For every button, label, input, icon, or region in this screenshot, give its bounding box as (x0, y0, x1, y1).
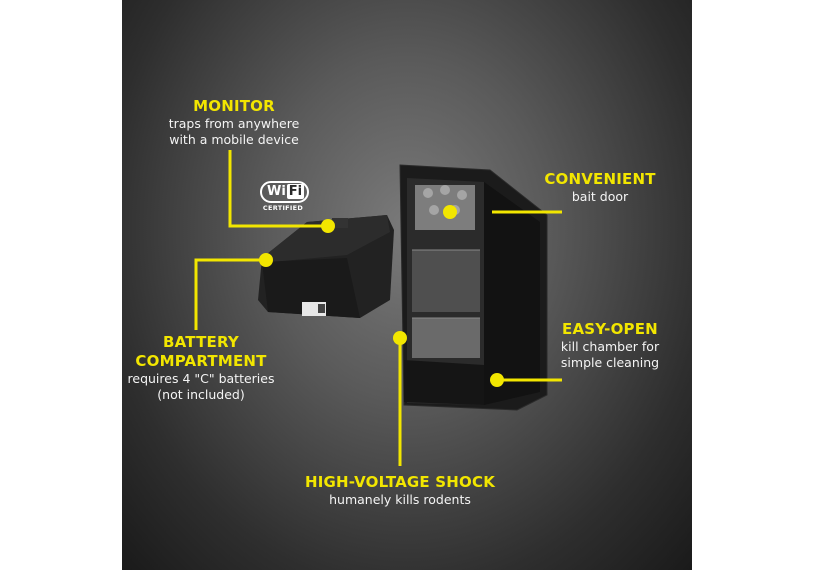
callout-desc: bait door (571, 189, 629, 204)
shock-dot (393, 331, 407, 345)
callout-desc: (not included) (157, 387, 245, 402)
callout-desc: with a mobile device (169, 132, 299, 147)
callout-desc: simple cleaning (560, 355, 660, 370)
monitor-leader (228, 150, 328, 228)
callout-easy-open: EASY-OPEN kill chamber for simple cleani… (540, 320, 680, 371)
callout-desc: requires 4 "C" batteries (127, 371, 275, 386)
kill-plate-upper (412, 250, 480, 312)
convenient-dot (443, 205, 457, 219)
callout-title: HIGH-VOLTAGE SHOCK (304, 473, 496, 491)
battery-dot (259, 253, 273, 267)
monitor-dot (321, 219, 335, 233)
callout-convenient: CONVENIENT bait door (530, 170, 670, 205)
callout-dots (259, 205, 504, 387)
callout-leaders (194, 150, 562, 466)
callout-desc: kill chamber for (560, 339, 660, 354)
easy-open-dot (490, 373, 504, 387)
battery-leader (194, 258, 266, 330)
callout-title: MONITOR (193, 97, 275, 115)
callout-title: CONVENIENT (544, 170, 656, 188)
battery-compartment-device (258, 215, 394, 318)
callout-title: COMPARTMENT (135, 352, 267, 370)
callout-monitor: MONITOR traps from anywhere with a mobil… (144, 97, 324, 148)
product-illustration (194, 150, 562, 466)
kill-plate-lower (412, 318, 480, 358)
callout-shock: HIGH-VOLTAGE SHOCK humanely kills rodent… (282, 473, 518, 508)
callout-title: EASY-OPEN (562, 320, 658, 338)
callout-title: BATTERY (163, 333, 239, 351)
callout-desc: traps from anywhere (168, 116, 300, 131)
callout-battery: BATTERY COMPARTMENT requires 4 "C" batte… (122, 333, 286, 403)
trap-housing (399, 164, 548, 411)
callout-desc: humanely kills rodents (329, 492, 471, 507)
